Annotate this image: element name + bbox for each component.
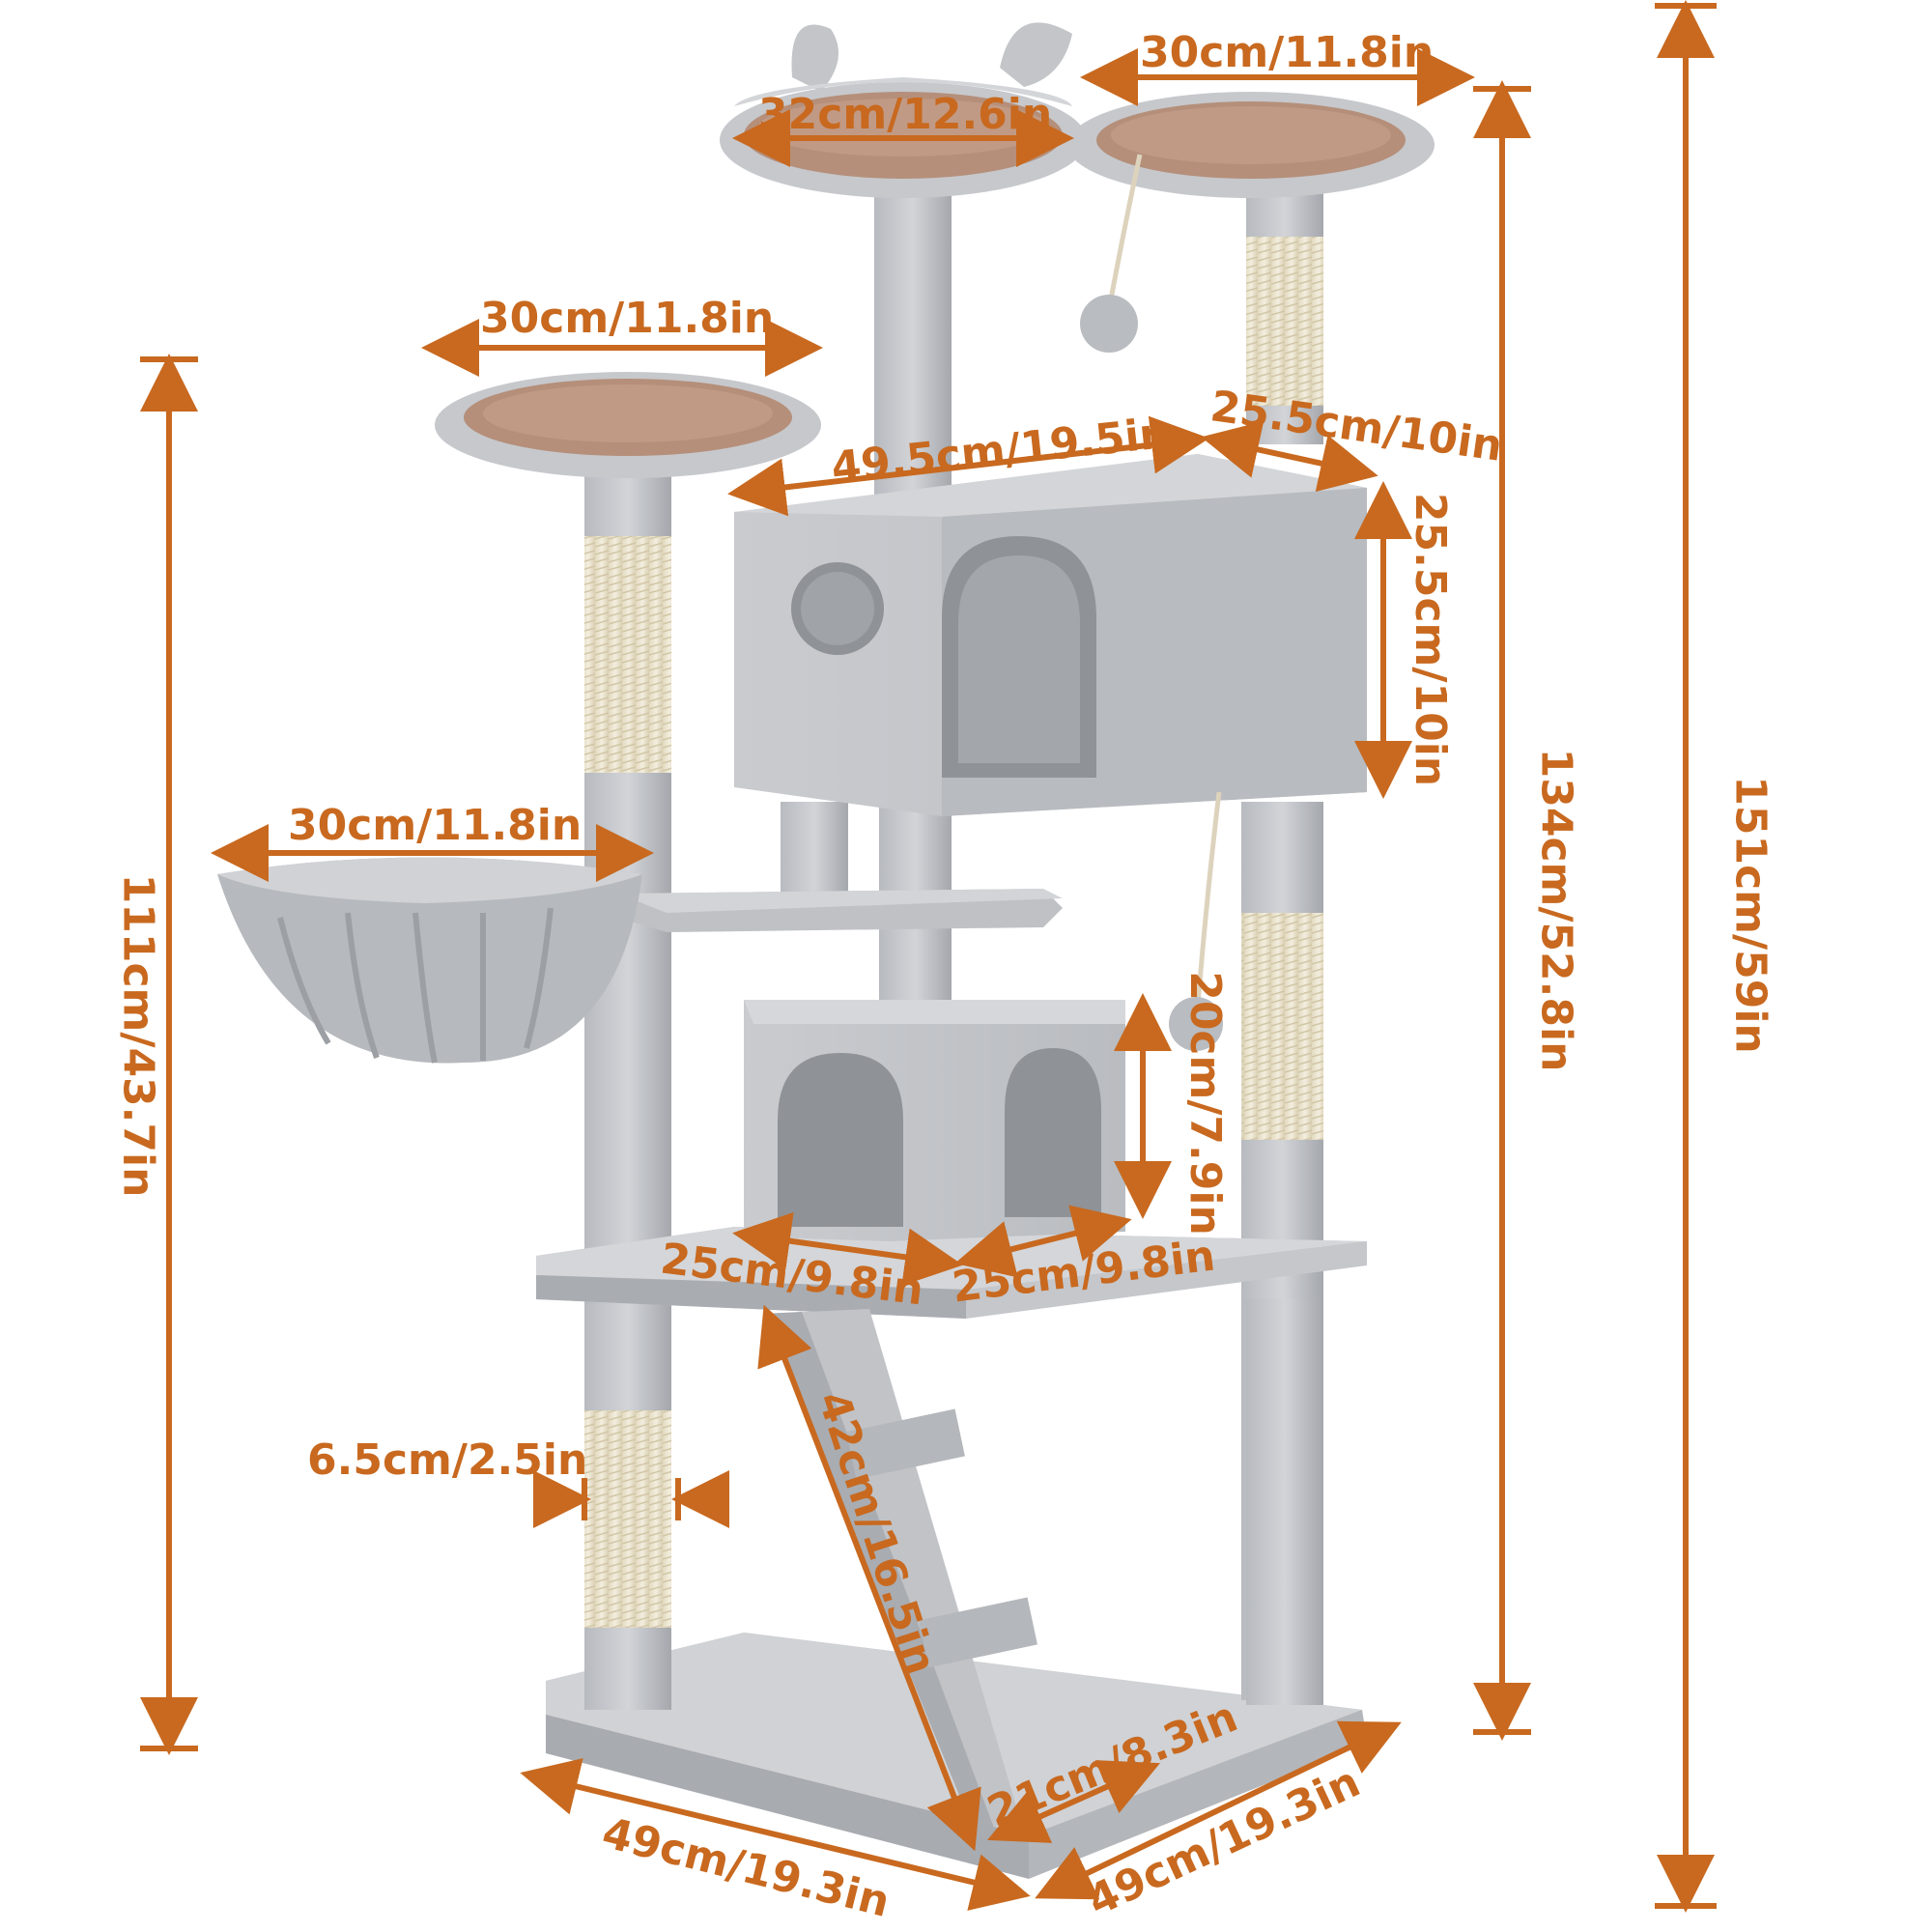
ramp-width-label: 21cm/8.3in (980, 1691, 1244, 1837)
left-post (584, 415, 671, 1710)
top-bowl-width-label: 32cm/12.6in (758, 90, 1053, 139)
height-left-label: 111cm/43.7in (113, 873, 163, 1198)
dimension-arrows (140, 0, 1715, 1913)
upper-condo (734, 454, 1367, 816)
base-width-label: 49cm/19.3in (597, 1807, 895, 1928)
lower-posts (1246, 1299, 1323, 1705)
height-mid-label: 134cm/52.8in (1531, 748, 1581, 1072)
arrow-base-width (520, 1758, 1031, 1911)
dangling-toy-top (1080, 154, 1143, 353)
arrow-ramp-length (757, 1304, 981, 1852)
lower-condo-height-label: 20cm/7.9in (1179, 971, 1230, 1236)
left-round-platform (435, 372, 821, 478)
condo-width-label: 49.5cm/19.5in (829, 408, 1173, 494)
arrow-lower-condo-width (732, 1211, 963, 1287)
top-right-platform-width-label: 30cm/11.8in (1140, 28, 1435, 77)
arrow-base-depth (1035, 1720, 1402, 1900)
dangling-toy-bottom (1169, 791, 1223, 1051)
right-round-platform (1067, 92, 1435, 198)
hammock-width-label: 30cm/11.8in (288, 801, 582, 850)
arrow-condo-width (727, 415, 1209, 517)
dimension-end-caps (140, 3, 1717, 1909)
middle-shelf (618, 889, 1063, 932)
lower-condo-width-label: 25cm/9.8in (657, 1234, 926, 1316)
left-platform-width-label: 30cm/11.8in (480, 294, 775, 343)
arrow-lower-condo-depth (954, 1205, 1132, 1278)
height-total-label: 151cm/59in (1725, 776, 1776, 1054)
post-diameter-label: 6.5cm/2.5in (307, 1435, 588, 1485)
condo-depth-label: 25.5cm/10in (1208, 382, 1506, 471)
lower-condo (744, 1000, 1125, 1241)
condo-height-label: 25.5cm/10in (1406, 492, 1456, 787)
ramp-length-label: 42cm/16.5in (808, 1385, 946, 1681)
lower-condo-depth-label: 25cm/9.8in (949, 1231, 1218, 1313)
arrow-condo-depth (1201, 420, 1378, 493)
